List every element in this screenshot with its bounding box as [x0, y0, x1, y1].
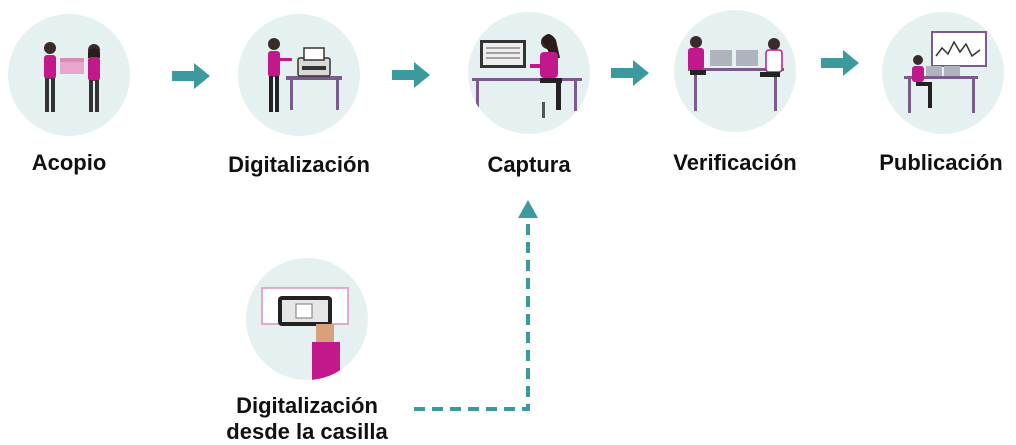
branch-label-line2: desde la casilla — [226, 419, 388, 444]
verification-icon — [688, 36, 784, 111]
verificacion-circle — [674, 10, 796, 132]
digitalizacion-circle — [238, 14, 360, 136]
step-label-publicacion: Publicación — [879, 150, 1003, 175]
step-label-acopio: Acopio — [31, 150, 107, 175]
step-label-verificacion: Verificación — [673, 150, 797, 175]
branch-label-line1: Digitalización — [236, 393, 378, 418]
flow-arrow-icon — [392, 62, 430, 88]
publicacion-circle — [882, 12, 1004, 134]
step-label-digitalizacion: Digitalización — [228, 152, 370, 177]
scanner-icon — [268, 38, 342, 112]
branch-label: Digitalización desde la casilla — [198, 393, 416, 445]
acopio-circle — [8, 14, 130, 136]
flow-arrow-icon — [821, 50, 859, 76]
step-label-captura: Captura — [487, 152, 571, 177]
connector-arrowhead-icon — [518, 200, 538, 218]
data-entry-icon — [472, 34, 582, 118]
flow-arrow-icon — [172, 63, 210, 89]
flow-arrow-icon — [611, 60, 649, 86]
phone-capture-icon — [261, 287, 349, 380]
digitalizacion-casilla-circle — [246, 258, 368, 380]
handover-box-icon — [44, 42, 100, 112]
captura-circle — [468, 12, 590, 134]
publication-icon — [904, 31, 987, 113]
